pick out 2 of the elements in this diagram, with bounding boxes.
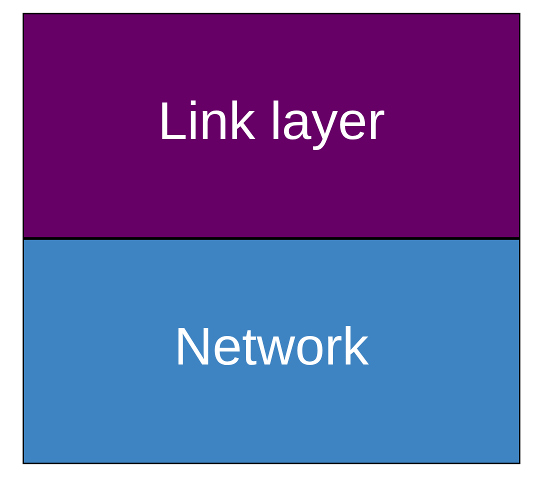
node-box: Link layer — [22, 12, 520, 238]
node-box: Network — [22, 238, 520, 464]
